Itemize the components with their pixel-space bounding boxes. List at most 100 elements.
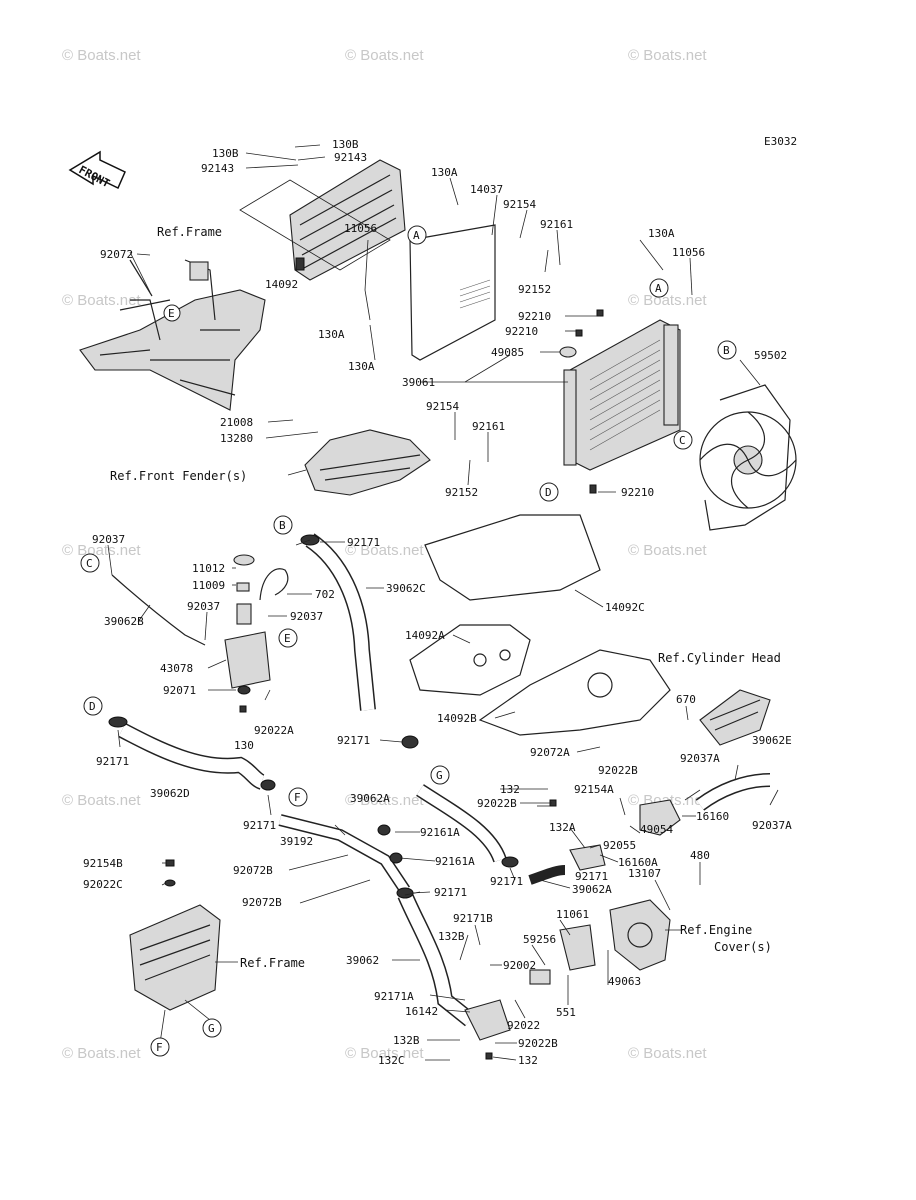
part-label: 13107 [628, 867, 661, 880]
marker-label: A [413, 229, 420, 242]
part-label: 39192 [280, 835, 313, 848]
marker-f [288, 787, 308, 807]
part-label: 92171 [490, 875, 523, 888]
marker-label: D [89, 700, 96, 713]
part-label: 92022A [254, 724, 294, 737]
part-label: 130A [648, 227, 675, 240]
part-label: 92154A [574, 783, 614, 796]
watermark: © Boats.net [62, 292, 141, 309]
part-label: 92072B [233, 864, 273, 877]
watermark: © Boats.net [62, 542, 141, 559]
marker-e [163, 304, 181, 322]
marker-label: G [436, 769, 443, 782]
part-labels: 130B 130B 92143 92143 130A 14037 92154 9… [83, 138, 792, 1067]
cover-plates-illustration [409, 514, 671, 736]
part-label: 92152 [445, 486, 478, 499]
frame-top-illustration: E [79, 259, 266, 411]
marker-label: F [156, 1041, 163, 1054]
watermark: © Boats.net [628, 292, 707, 309]
part-label: 130 [234, 739, 254, 752]
part-label: 92037A [752, 819, 792, 832]
radiator-illustration [559, 319, 681, 471]
watermark: © Boats.net [345, 1045, 424, 1062]
part-label: 39061 [402, 376, 435, 389]
marker-g [202, 1018, 222, 1038]
part-label: 13280 [220, 432, 253, 445]
ref-front-fender: Ref.Front Fender(s) [110, 469, 247, 483]
part-label: 16160A [618, 856, 658, 869]
part-label: 21008 [220, 416, 253, 429]
watermark: © Boats.net [345, 47, 424, 64]
part-label: 132B [393, 1034, 420, 1047]
ref-engine-cover-2: Cover(s) [714, 940, 772, 954]
part-label: 92072 [100, 248, 133, 261]
fan-illustration [699, 384, 797, 531]
part-label: 16142 [405, 1005, 438, 1018]
part-label: 39062A [572, 883, 612, 896]
part-label: 92002 [503, 959, 536, 972]
leader-lines [107, 144, 779, 1061]
part-label: 59256 [523, 933, 556, 946]
marker-label: F [294, 791, 301, 804]
reservoir-tank-illustration [224, 554, 289, 695]
hose-39062-illustration [397, 784, 507, 1027]
part-label: 92152 [518, 283, 551, 296]
part-label: 14037 [470, 183, 503, 196]
watermark: © Boats.net [345, 792, 424, 809]
hose-39062c-illustration [305, 533, 376, 711]
marker-d [83, 696, 103, 716]
reference-labels: Ref.Frame Ref.Front Fender(s) Ref.Cylind… [110, 225, 781, 970]
marker-a [407, 225, 427, 245]
engine-cover-illustration [464, 899, 671, 1041]
marker-label: A [655, 282, 662, 295]
marker-b [273, 515, 293, 535]
part-label: 59502 [754, 349, 787, 362]
marker-label: C [679, 434, 686, 447]
watermark: © Boats.net [62, 47, 141, 64]
part-label: 92022 [507, 1019, 540, 1032]
ref-frame-bottom: Ref.Frame [240, 956, 305, 970]
part-label: 39062 [346, 954, 379, 967]
part-label: 702 [315, 588, 335, 601]
part-label: 92161 [540, 218, 573, 231]
marker-g [430, 765, 450, 785]
part-label: 132B [438, 930, 465, 943]
watermark-layer: © Boats.net © Boats.net © Boats.net © Bo… [62, 47, 707, 1062]
part-label: 92171 [434, 886, 467, 899]
marker-c [673, 430, 693, 450]
part-label: 130B [332, 138, 359, 151]
front-arrow-icon: FRONT [68, 150, 126, 190]
part-label: 92071 [163, 684, 196, 697]
watermark: © Boats.net [628, 47, 707, 64]
part-label: 92055 [603, 839, 636, 852]
part-label: 92154B [83, 857, 123, 870]
watermark: © Boats.net [62, 792, 141, 809]
marker-label: B [723, 344, 730, 357]
pipe-39192-illustration [278, 814, 410, 894]
part-label: 670 [676, 693, 696, 706]
part-label: 92210 [505, 325, 538, 338]
hose-39062d-illustration [118, 722, 266, 790]
cylinder-head-illustration [699, 689, 771, 746]
marker-label: D [545, 486, 552, 499]
part-label: 92022C [83, 878, 123, 891]
part-label: 39062B [104, 615, 144, 628]
part-label: 39062A [350, 792, 390, 805]
marker-f [150, 1037, 170, 1057]
part-label: 39062E [752, 734, 792, 747]
ref-frame-top: Ref.Frame [157, 225, 222, 239]
part-label: 92143 [201, 162, 234, 175]
part-label: 92072B [242, 896, 282, 909]
reference-markers: A A B B C C D D E F F G G [80, 225, 737, 1057]
part-label: 92022B [518, 1037, 558, 1050]
part-label: 92037 [187, 600, 220, 613]
ref-engine-cover-1: Ref.Engine [680, 923, 752, 937]
part-label: 132A [549, 821, 576, 834]
marker-label: B [279, 519, 286, 532]
marker-e [278, 628, 298, 648]
hose-39062e-illustration [695, 773, 771, 811]
part-label: 551 [556, 1006, 576, 1019]
part-label: 92037A [680, 752, 720, 765]
part-label: 11009 [192, 579, 225, 592]
